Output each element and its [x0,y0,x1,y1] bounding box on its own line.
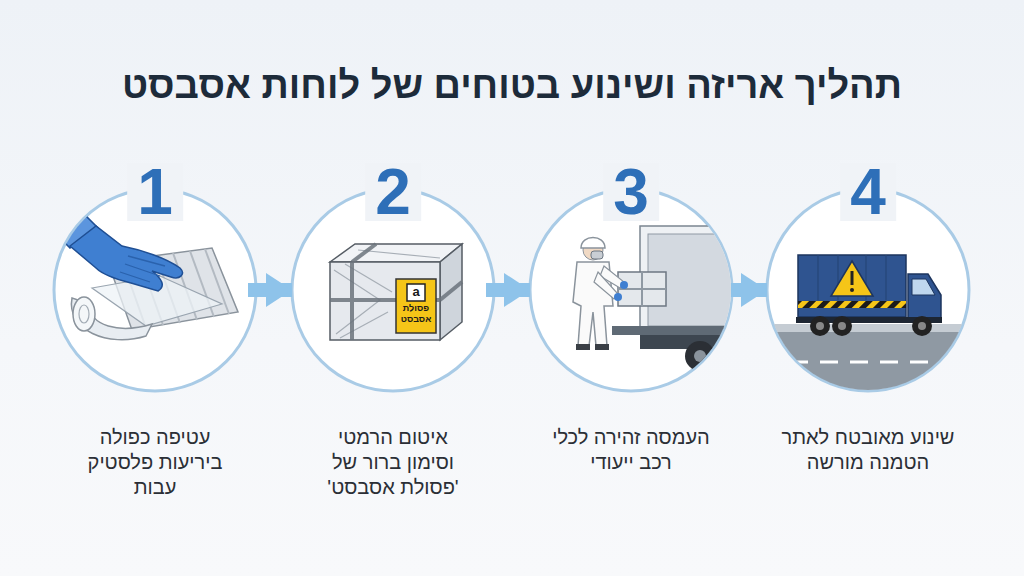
step-circle: 3העמסה זהירה לכלי רכב ייעודי [528,187,734,393]
transport-illustration [760,255,980,412]
package-illustration [330,244,462,340]
step-caption: איטום הרמטי וסימון ברור של 'פסולת אסבסט' [313,425,473,500]
flow-arrow [486,283,530,297]
step-circle: 2איטום הרמטי וסימון ברור של 'פסולת אסבסט… [290,187,496,393]
step-caption: העמסה זהירה לכלי רכב ייעודי [549,425,714,475]
diagram-title: תהליך אריזה ושינוע בטוחים של לוחות אסבסט [0,62,1024,108]
flow-arrow [248,283,292,297]
step-number: 2 [365,163,421,221]
step-caption: שינוע מאובטח לאתר הטמנה מורשה [779,425,957,475]
step-circle: 4שינוע מאובטח לאתר הטמנה מורשה [765,187,971,393]
step-number: 3 [603,163,659,221]
step-circle: 1עטיפה כפולה ביריעות פלסטיק עבות [52,187,258,393]
step-caption: עטיפה כפולה ביריעות פלסטיק עבות [75,425,235,500]
wrap-illustration [56,214,238,340]
loading-illustration [573,226,752,371]
step-number: 4 [840,163,896,221]
step-number: 1 [127,163,183,221]
flow-arrow [724,283,767,297]
